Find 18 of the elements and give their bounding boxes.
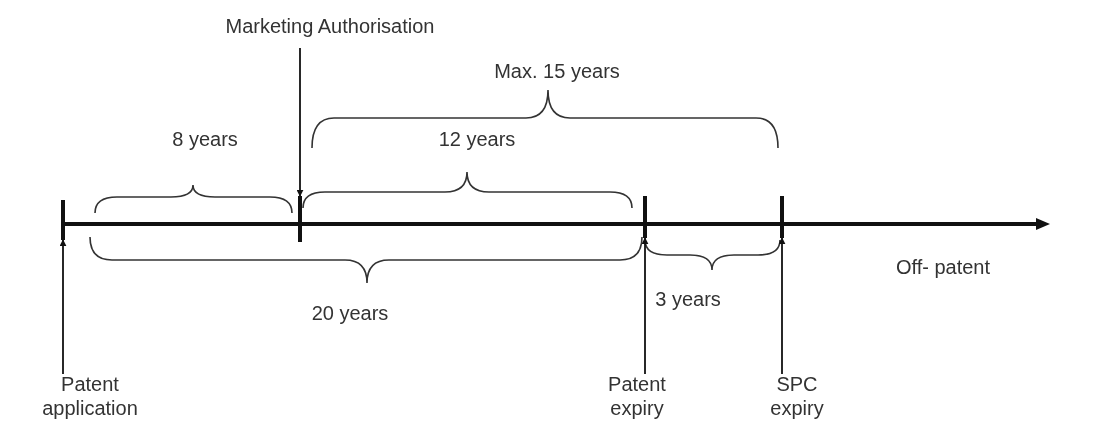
arrow: [778, 237, 786, 375]
duration-label: 20 years: [310, 301, 390, 326]
arrow: [59, 239, 67, 375]
duration-label: 8 years: [171, 127, 239, 152]
event-label: SPC expiry: [761, 372, 833, 420]
tick-mark: [643, 196, 647, 238]
duration-label: 12 years: [437, 127, 517, 152]
tick-mark: [298, 196, 302, 242]
duration-label: Max. 15 years: [493, 59, 621, 84]
tick-mark: [780, 196, 784, 238]
event-label: Patent expiry: [599, 372, 675, 420]
event-label: Patent application: [34, 372, 146, 420]
arrow: [641, 237, 649, 375]
end-label: Off- patent: [894, 255, 992, 280]
arrow: [296, 47, 304, 197]
tick-mark: [61, 200, 65, 240]
event-label: Marketing Authorisation: [180, 5, 480, 48]
duration-label: 3 years: [654, 287, 722, 312]
